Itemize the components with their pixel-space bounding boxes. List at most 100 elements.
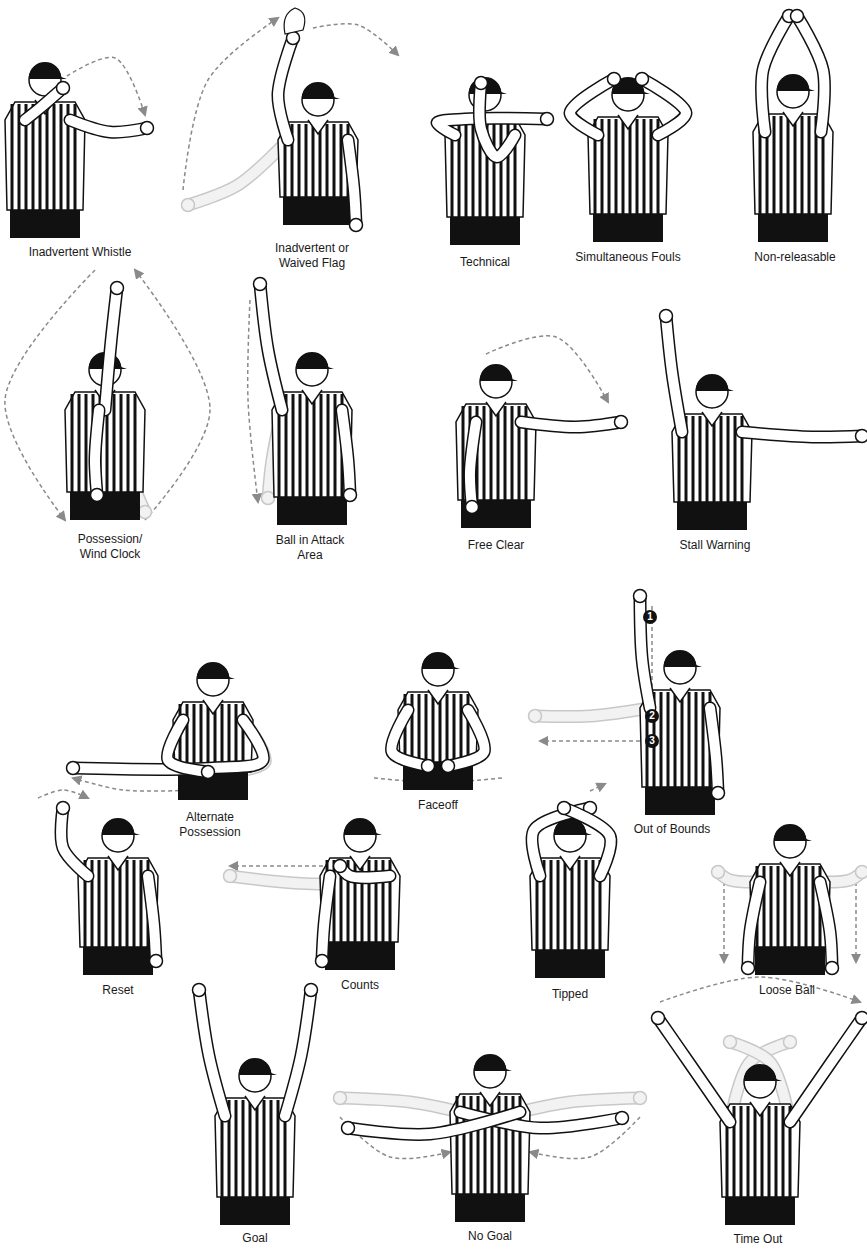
pants <box>277 497 347 525</box>
arm-outline <box>790 1018 862 1122</box>
shirt-stripe <box>120 394 123 492</box>
collar <box>480 1092 500 1106</box>
hand <box>856 430 867 443</box>
shirt-stripe <box>134 394 137 492</box>
hand <box>202 766 215 779</box>
shirt-stripe <box>460 694 463 762</box>
collar <box>245 1096 265 1110</box>
shirt-stripe <box>418 694 421 762</box>
hand <box>150 955 163 968</box>
shirt-stripe <box>667 692 670 787</box>
ghost-arm-outline <box>188 140 288 205</box>
hand <box>558 802 571 815</box>
arm <box>322 876 330 961</box>
signal-caption: Goal <box>185 1231 325 1246</box>
referee-figure <box>456 336 628 528</box>
shirt-stripe <box>497 406 500 500</box>
arm <box>521 422 621 427</box>
pants <box>70 492 140 520</box>
collar <box>670 688 690 702</box>
arm <box>797 16 824 132</box>
hand <box>224 870 237 883</box>
hand <box>636 73 649 86</box>
arm <box>348 140 356 225</box>
hand <box>784 1036 797 1049</box>
cap <box>480 364 518 381</box>
arm-outline <box>666 316 682 432</box>
hand <box>660 310 673 323</box>
shirt-stripe <box>312 124 315 197</box>
signal-caption: Inadvertent or Waived Flag <box>262 241 362 271</box>
hand <box>541 113 554 126</box>
hand <box>334 860 347 873</box>
shirt-stripe <box>71 394 74 492</box>
shirt-stripe <box>126 860 129 947</box>
shirt-stripe <box>298 124 301 197</box>
cap <box>774 824 812 841</box>
collar <box>302 390 322 404</box>
hand <box>608 73 621 86</box>
arm <box>285 990 311 1116</box>
arm <box>820 882 832 968</box>
referee-figure <box>224 818 401 970</box>
shirt-stripe <box>235 1100 238 1197</box>
referee-figure <box>712 824 867 975</box>
shirt-stripe <box>326 124 329 197</box>
shirt-stripe <box>784 866 787 947</box>
shirt-stripe <box>557 860 560 950</box>
pants <box>325 942 395 970</box>
shirt-stripe <box>511 406 514 500</box>
arm-outline <box>348 1112 520 1134</box>
arm <box>105 288 117 410</box>
referee-figure <box>38 790 163 975</box>
arm-outline <box>148 876 156 961</box>
shirt-stripe <box>319 124 322 197</box>
shirt-stripe <box>490 406 493 500</box>
arm-outline <box>260 284 282 410</box>
referee-figure <box>182 8 399 232</box>
arm-outline <box>278 38 293 140</box>
shirt-stripe <box>770 866 773 947</box>
shirt-stripe <box>113 394 116 492</box>
shirt-stripe <box>692 416 695 502</box>
shirt-stripe <box>578 860 581 950</box>
shirt-stripe <box>808 116 811 214</box>
shirt-stripe <box>720 416 723 502</box>
shirt-stripe <box>504 406 507 500</box>
arm <box>658 1018 730 1122</box>
signal-caption: Ball in Attack Area <box>265 533 355 563</box>
pants <box>755 947 825 975</box>
arm-outline <box>479 83 515 157</box>
callout-number: 3 <box>645 734 659 748</box>
pants <box>450 217 520 245</box>
shirt-stripe <box>127 394 130 492</box>
referee-figure <box>5 57 154 238</box>
shirt-stripe <box>472 119 475 217</box>
collar <box>308 120 328 134</box>
signal-caption: Alternate Possession <box>170 810 250 840</box>
motion-arrow <box>540 740 640 742</box>
arm-outline <box>642 79 686 135</box>
hand <box>634 1092 647 1105</box>
arm-outline <box>95 410 99 495</box>
pants <box>455 1194 525 1222</box>
shirt-stripe <box>688 692 691 787</box>
pants <box>461 500 531 528</box>
shirt-stripe <box>734 416 737 502</box>
hand <box>67 762 80 775</box>
hand <box>254 278 267 291</box>
shirt-stripe <box>98 860 101 947</box>
cap <box>777 74 815 91</box>
arm-outline <box>564 808 611 876</box>
ghost-arm <box>520 1098 640 1112</box>
shirt-stripe <box>53 104 56 210</box>
arm <box>342 410 350 495</box>
collar <box>350 856 370 870</box>
shirt-stripe <box>674 692 677 787</box>
referee-figure <box>530 784 611 978</box>
hand <box>466 501 479 514</box>
hand <box>334 1092 347 1105</box>
collar <box>702 412 722 426</box>
arm <box>340 866 390 878</box>
shirt-stripe <box>699 416 702 502</box>
